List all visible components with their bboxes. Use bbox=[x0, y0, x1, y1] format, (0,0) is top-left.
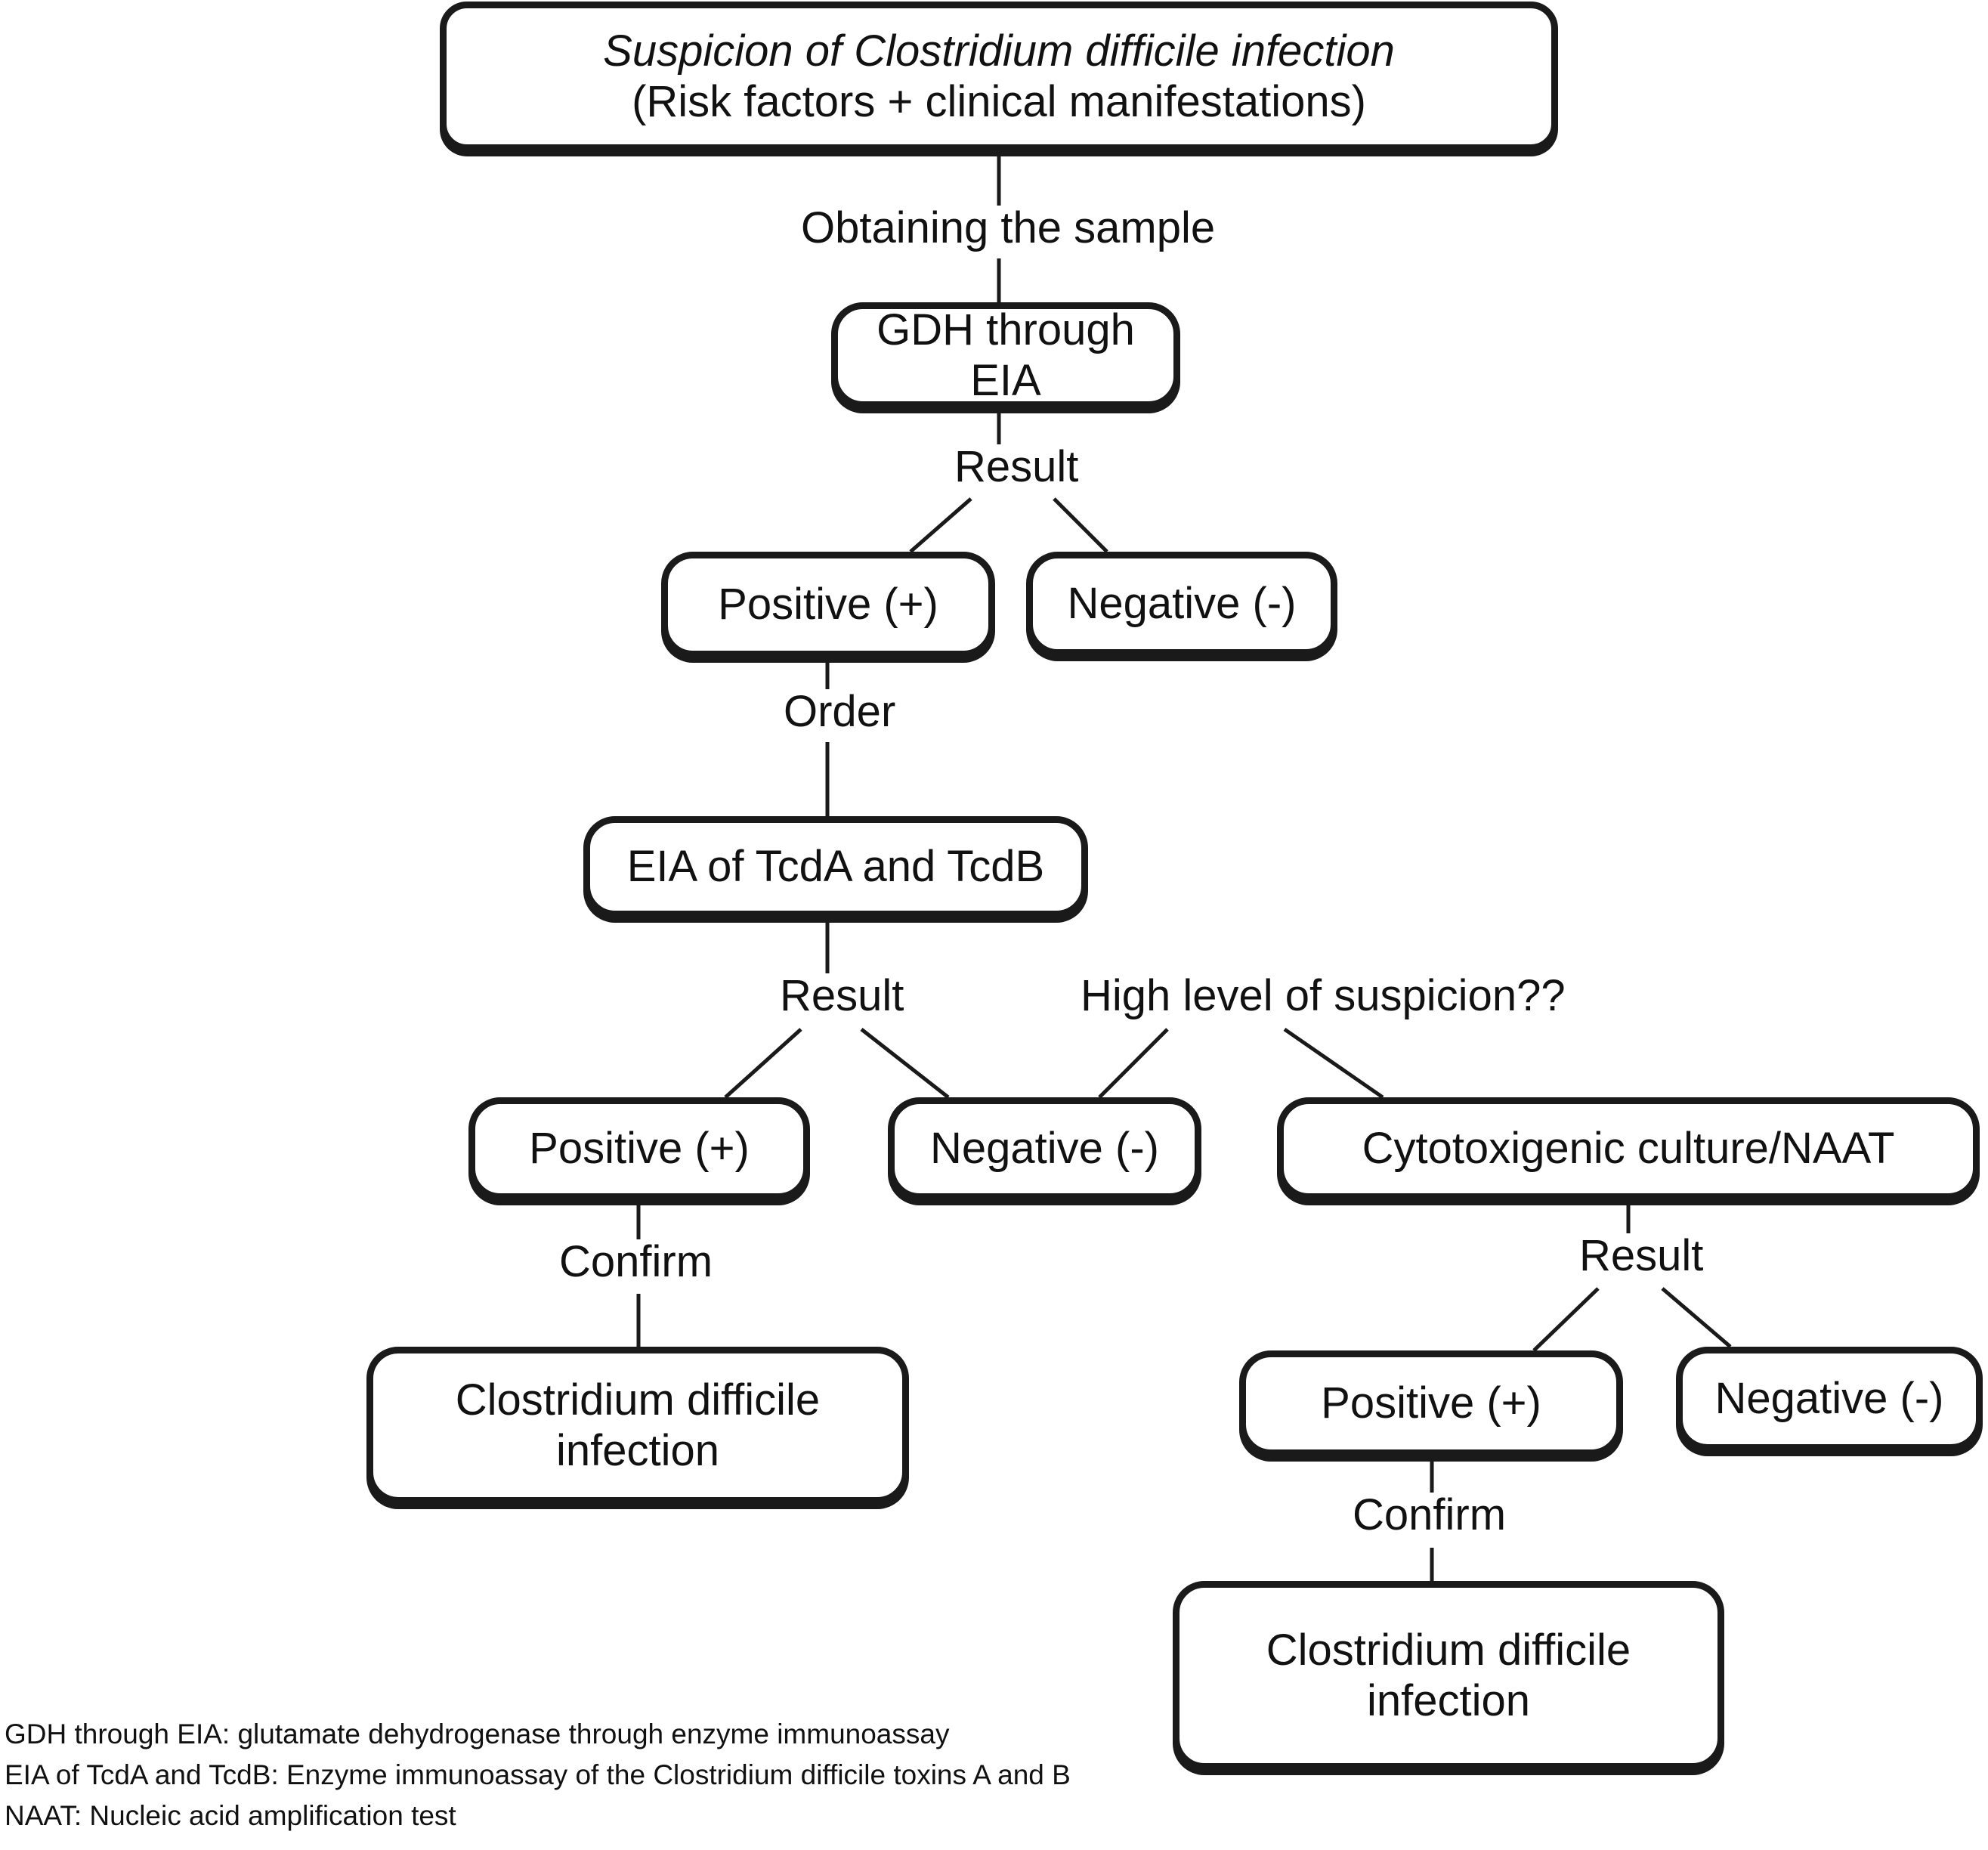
node-suspicion-text: Suspicion of Clostridium difficile infec… bbox=[447, 26, 1551, 128]
edge-result2-to-neg2 bbox=[860, 1028, 950, 1099]
node-negative-gdh[interactable]: Negative (-) bbox=[1026, 552, 1337, 656]
edge-suspicion-to-culture bbox=[1283, 1027, 1384, 1100]
node-positive-culture[interactable]: Positive (+) bbox=[1239, 1350, 1623, 1456]
node-negative-culture-label: Negative (-) bbox=[1714, 1374, 1944, 1424]
edge-result3-to-pos3 bbox=[1532, 1287, 1600, 1352]
node-suspicion-line2: (Risk factors + clinical manifestations) bbox=[632, 77, 1366, 126]
node-positive-eia-label: Positive (+) bbox=[529, 1124, 750, 1174]
edge-label-result-culture: Result bbox=[1572, 1233, 1711, 1279]
node-cdi-left[interactable]: Clostridium difficile infection bbox=[366, 1347, 909, 1504]
node-eia-tcda-tcdb[interactable]: EIA of TcdA and TcdB bbox=[583, 816, 1088, 917]
node-gdh-label: GDH through EIA bbox=[877, 305, 1135, 405]
node-positive-gdh-label: Positive (+) bbox=[718, 580, 938, 630]
node-negative-eia[interactable]: Negative (-) bbox=[888, 1097, 1201, 1200]
node-negative-gdh-label: Negative (-) bbox=[1067, 579, 1297, 629]
node-eia-label: EIA of TcdA and TcdB bbox=[626, 842, 1045, 892]
node-negative-eia-label: Negative (-) bbox=[930, 1124, 1159, 1174]
node-gdh-through-eia[interactable]: GDH through EIA bbox=[831, 302, 1180, 408]
node-suspicion-line1: Suspicion of Clostridium difficile infec… bbox=[603, 26, 1395, 76]
edge-label-confirm-right: Confirm bbox=[1345, 1492, 1514, 1539]
edge-label-result-gdh: Result bbox=[947, 444, 1087, 490]
edge-result1-to-pos1 bbox=[909, 497, 972, 553]
edge-label-high-level-of-suspicion: High level of suspicion?? bbox=[1073, 973, 1573, 1019]
node-positive-eia[interactable]: Positive (+) bbox=[468, 1097, 810, 1200]
footnote-naat: NAAT: Nucleic acid amplification test bbox=[5, 1800, 456, 1832]
node-cdi-right-line1: Clostridium difficile bbox=[1266, 1625, 1631, 1675]
footnote-eia: EIA of TcdA and TcdB: Enzyme immunoassay… bbox=[5, 1759, 1071, 1791]
footnote-gdh: GDH through EIA: glutamate dehydrogenase… bbox=[5, 1719, 950, 1749]
edge-result2-to-pos2 bbox=[724, 1028, 802, 1099]
node-cdi-right-text: Clostridium difficile infection bbox=[1180, 1625, 1717, 1727]
edge-label-result-eia: Result bbox=[772, 973, 912, 1019]
node-negative-culture[interactable]: Negative (-) bbox=[1676, 1347, 1983, 1451]
edge-suspicion-to-neg2 bbox=[1098, 1028, 1169, 1099]
node-cytotoxigenic-culture-naat[interactable]: Cytotoxigenic culture/NAAT bbox=[1277, 1097, 1980, 1200]
edge-label-confirm-left: Confirm bbox=[552, 1239, 721, 1285]
node-cdi-left-line1: Clostridium difficile bbox=[455, 1375, 821, 1425]
node-cdi-left-line2: infection bbox=[555, 1426, 720, 1475]
node-culture-label: Cytotoxigenic culture/NAAT bbox=[1362, 1124, 1895, 1174]
node-suspicion[interactable]: Suspicion of Clostridium difficile infec… bbox=[440, 2, 1558, 151]
edge-label-obtaining-sample: Obtaining the sample bbox=[793, 205, 1223, 252]
node-positive-culture-label: Positive (+) bbox=[1321, 1378, 1541, 1428]
footnotes: GDH through EIA: glutamate dehydrogenase… bbox=[5, 1714, 1071, 1836]
node-cdi-right[interactable]: Clostridium difficile infection bbox=[1173, 1581, 1724, 1770]
edge-label-order: Order bbox=[776, 688, 904, 735]
edge-result1-to-neg1 bbox=[1053, 497, 1108, 553]
node-cdi-right-line2: infection bbox=[1366, 1676, 1531, 1725]
node-positive-gdh[interactable]: Positive (+) bbox=[661, 552, 995, 657]
node-cdi-left-text: Clostridium difficile infection bbox=[373, 1375, 902, 1477]
edge-result3-to-neg3 bbox=[1661, 1287, 1732, 1348]
